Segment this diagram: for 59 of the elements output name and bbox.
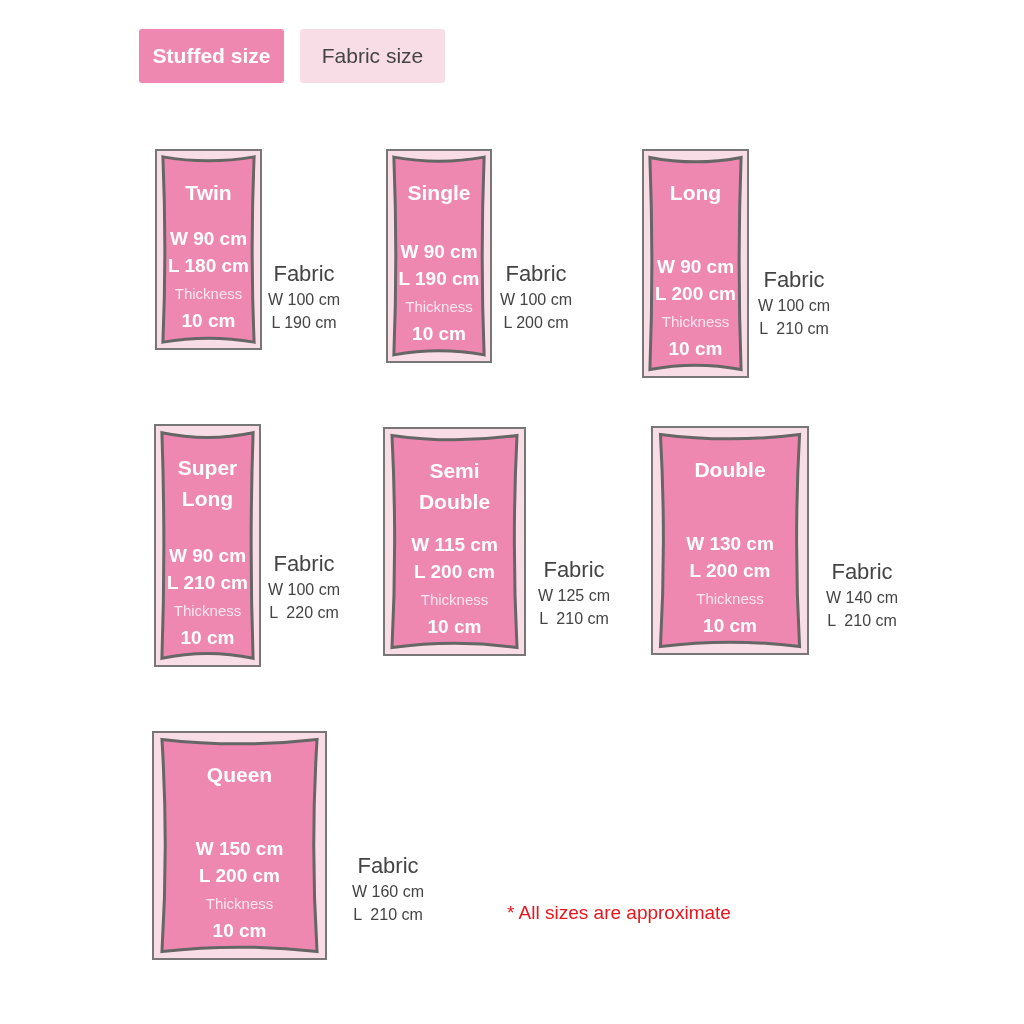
fabric-dimension: L 210 cm bbox=[759, 319, 829, 339]
fabric-dimension: W 100 cm bbox=[268, 580, 340, 600]
fabric-label: Fabric bbox=[357, 852, 419, 880]
size-name: Long bbox=[668, 180, 723, 206]
dimension-text: 10 cm bbox=[412, 322, 466, 346]
dimension-text: 10 cm bbox=[212, 919, 267, 943]
dimension-text: L 200 cm bbox=[199, 864, 280, 888]
dimension-text: 10 cm bbox=[180, 626, 235, 650]
thickness-label: Thickness bbox=[173, 601, 242, 621]
dimension-text: L 200 cm bbox=[655, 282, 736, 306]
fabric-dimension: W 100 cm bbox=[268, 290, 340, 310]
dimension-text: W 130 cm bbox=[686, 532, 774, 556]
thickness-label: Thickness bbox=[174, 284, 243, 304]
fabric-label: Fabric bbox=[273, 260, 335, 288]
fabric-label: Fabric bbox=[273, 550, 335, 578]
fabric-dimension: L 210 cm bbox=[827, 611, 897, 631]
thickness-label: Thickness bbox=[661, 312, 730, 332]
dimension-text: L 200 cm bbox=[689, 559, 771, 583]
dimension-text: 10 cm bbox=[703, 614, 757, 638]
fabric-dimension: W 125 cm bbox=[538, 586, 610, 606]
fabric-dimension: L 210 cm bbox=[353, 905, 423, 925]
size-name: Double bbox=[693, 457, 767, 483]
legend-swatch: Fabric size bbox=[300, 29, 445, 83]
legend-swatch: Stuffed size bbox=[139, 29, 284, 83]
dimension-text: 10 cm bbox=[427, 615, 482, 639]
dimension-text: L 190 cm bbox=[398, 267, 480, 291]
dimension-text: L 200 cm bbox=[414, 560, 495, 584]
thickness-label: Thickness bbox=[420, 590, 489, 610]
dimension-text: L 210 cm bbox=[167, 571, 248, 595]
dimension-text: 10 cm bbox=[181, 309, 236, 333]
size-name: Super Long bbox=[176, 455, 239, 512]
fabric-dimension: W 140 cm bbox=[826, 588, 898, 608]
dimension-text: 10 cm bbox=[668, 337, 723, 361]
dimension-text: W 90 cm bbox=[656, 255, 735, 279]
size-name: Semi Double bbox=[417, 458, 492, 515]
dimension-text: W 150 cm bbox=[195, 837, 284, 861]
fabric-label: Fabric bbox=[831, 558, 893, 586]
fabric-dimension: W 160 cm bbox=[352, 882, 424, 902]
fabric-dimension: L 210 cm bbox=[539, 609, 609, 629]
fabric-label: Fabric bbox=[763, 266, 825, 294]
fabric-label: Fabric bbox=[543, 556, 605, 584]
thickness-label: Thickness bbox=[696, 589, 764, 609]
dimension-text: W 90 cm bbox=[169, 227, 248, 251]
size-name: Queen bbox=[205, 762, 274, 788]
thickness-label: Thickness bbox=[205, 894, 274, 914]
dimension-text: L 180 cm bbox=[168, 254, 249, 278]
fabric-dimension: W 100 cm bbox=[500, 290, 572, 310]
dimension-text: W 115 cm bbox=[411, 533, 498, 557]
fabric-dimension: L 220 cm bbox=[269, 603, 339, 623]
note-text: * All sizes are approximate bbox=[507, 901, 731, 925]
thickness-label: Thickness bbox=[405, 297, 473, 317]
fabric-dimension: W 100 cm bbox=[758, 296, 830, 316]
size-name: Single bbox=[406, 180, 472, 206]
fabric-label: Fabric bbox=[505, 260, 567, 288]
fabric-dimension: L 200 cm bbox=[503, 313, 569, 333]
size-name: Twin bbox=[184, 180, 233, 206]
dimension-text: W 90 cm bbox=[400, 240, 478, 264]
dimension-text: W 90 cm bbox=[168, 544, 247, 568]
fabric-dimension: L 190 cm bbox=[271, 313, 337, 333]
